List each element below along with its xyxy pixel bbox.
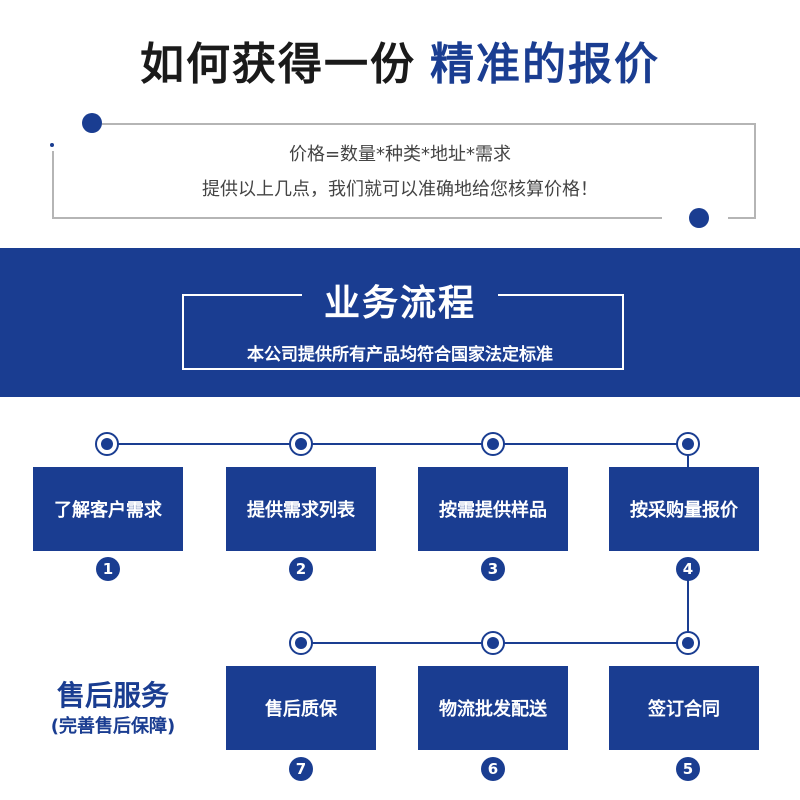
step-4-box: 按采购量报价 bbox=[609, 467, 759, 551]
frame-line-bottom-end bbox=[728, 217, 756, 219]
process-banner: 业务流程 本公司提供所有产品均符合国家法定标准 bbox=[0, 248, 800, 397]
frame-line-right bbox=[754, 123, 756, 219]
frame-line-top bbox=[102, 123, 756, 125]
process-heading: 业务流程 bbox=[301, 274, 498, 326]
decor-dot-top bbox=[82, 113, 102, 133]
step-2-box: 提供需求列表 bbox=[226, 467, 376, 551]
step-7-number: 7 bbox=[289, 757, 313, 781]
after-sales-subtitle: (完善售后保障) bbox=[50, 716, 176, 737]
step-6-number: 6 bbox=[481, 757, 505, 781]
flow-node-4 bbox=[676, 432, 700, 456]
step-7-box: 售后质保 bbox=[226, 666, 376, 750]
step-3-box: 按需提供样品 bbox=[418, 467, 568, 551]
decor-dot-bottom bbox=[689, 208, 709, 228]
flow-node-3 bbox=[481, 432, 505, 456]
after-sales-title: 售后服务 bbox=[56, 679, 169, 712]
process-subheading: 本公司提供所有产品均符合国家法定标准 bbox=[247, 345, 553, 365]
step-1-number: 1 bbox=[96, 557, 120, 581]
flow-link-4-5 bbox=[687, 580, 689, 644]
flow-node-5 bbox=[676, 631, 700, 655]
flow-node-2 bbox=[289, 432, 313, 456]
step-1-box: 了解客户需求 bbox=[33, 467, 183, 551]
price-info-box bbox=[52, 123, 756, 219]
frame-line-left bbox=[52, 151, 54, 219]
step-6-box: 物流批发配送 bbox=[418, 666, 568, 750]
flow-line-top bbox=[106, 443, 688, 445]
frame-line-bottom bbox=[52, 217, 662, 219]
step-5-number: 5 bbox=[676, 757, 700, 781]
step-5-box: 签订合同 bbox=[609, 666, 759, 750]
step-3-number: 3 bbox=[481, 557, 505, 581]
step-2-number: 2 bbox=[289, 557, 313, 581]
process-heading-wrap: 业务流程 bbox=[0, 274, 800, 326]
step-4-number: 4 bbox=[676, 557, 700, 581]
flow-node-6 bbox=[481, 631, 505, 655]
title-part-1: 如何获得一份 bbox=[140, 39, 416, 90]
price-formula: 价格=数量*种类*地址*需求 bbox=[288, 144, 512, 165]
title-part-2: 精准的报价 bbox=[430, 39, 660, 90]
page-title: 如何获得一份精准的报价 bbox=[0, 28, 800, 92]
flow-node-7 bbox=[289, 631, 313, 655]
flow-node-1 bbox=[95, 432, 119, 456]
flow-drop-4 bbox=[687, 444, 689, 468]
price-note: 提供以上几点，我们就可以准确地给您核算价格！ bbox=[202, 179, 598, 200]
decor-dot-small bbox=[50, 143, 54, 147]
